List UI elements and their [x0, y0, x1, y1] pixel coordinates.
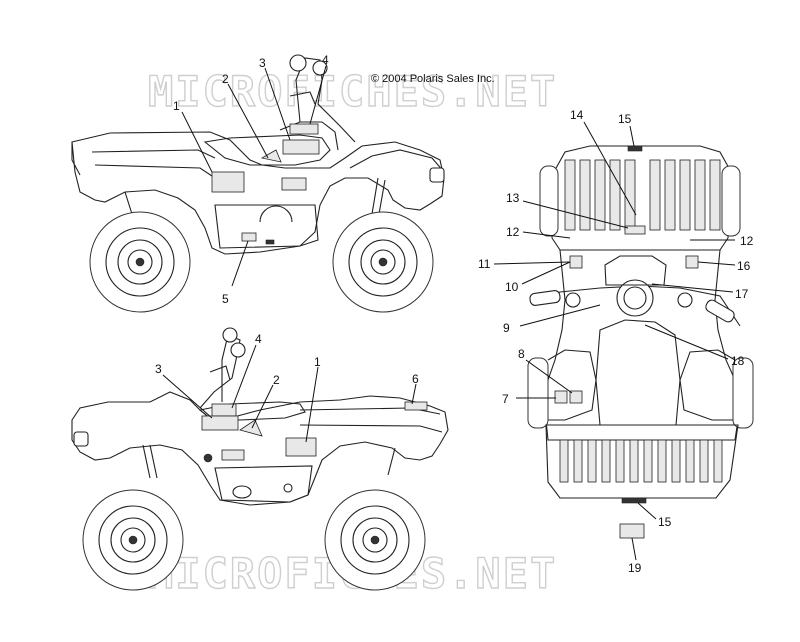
callout-10: 10: [505, 280, 519, 294]
front-rack-slots: [564, 159, 721, 231]
callout-7: 7: [502, 392, 509, 406]
callouts-side-left: 3 4 2 1 6: [155, 332, 419, 443]
callout-2: 2: [273, 373, 280, 387]
callout-18: 18: [731, 354, 745, 368]
rear-wheel-left-view: [324, 489, 426, 591]
copyright-notice: © 2004 Polaris Sales Inc.: [371, 73, 495, 85]
callout-12-left: 12: [506, 225, 520, 239]
callout-1: 1: [314, 355, 321, 369]
callout-4: 4: [322, 53, 329, 67]
rear-rack-slots: [559, 439, 723, 483]
callout-3: 3: [259, 56, 266, 70]
front-wheel-left-view: [82, 489, 184, 591]
callout-1: 1: [173, 99, 180, 113]
callouts-side-right: 1 2 3 4 5: [173, 53, 329, 306]
rear-wheel-right-view: [89, 211, 191, 313]
callout-15-rear: 15: [658, 515, 672, 529]
watermark-top: MICROFICHES.NET: [148, 67, 557, 116]
callout-14: 14: [570, 108, 584, 122]
callout-8: 8: [518, 347, 525, 361]
callouts-top: 14 15 13 12 12 11 16 10 17 9 18 8 7 15 1…: [478, 108, 754, 575]
callout-11: 11: [478, 257, 491, 271]
callout-4: 4: [255, 332, 262, 346]
atv-side-view-left: [71, 327, 449, 591]
callout-19: 19: [628, 561, 642, 575]
callout-16: 16: [737, 259, 751, 273]
callout-2: 2: [222, 72, 229, 86]
atv-side-view-right: [71, 54, 445, 313]
atv-top-view: [527, 145, 754, 539]
front-wheel-right-view: [332, 211, 434, 313]
callout-5: 5: [222, 292, 229, 306]
callout-9: 9: [503, 321, 510, 335]
callout-12-right: 12: [740, 234, 754, 248]
callout-13: 13: [506, 191, 520, 205]
callout-17: 17: [735, 287, 749, 301]
callout-15: 15: [618, 112, 632, 126]
callout-3: 3: [155, 362, 162, 376]
callout-6: 6: [412, 372, 419, 386]
